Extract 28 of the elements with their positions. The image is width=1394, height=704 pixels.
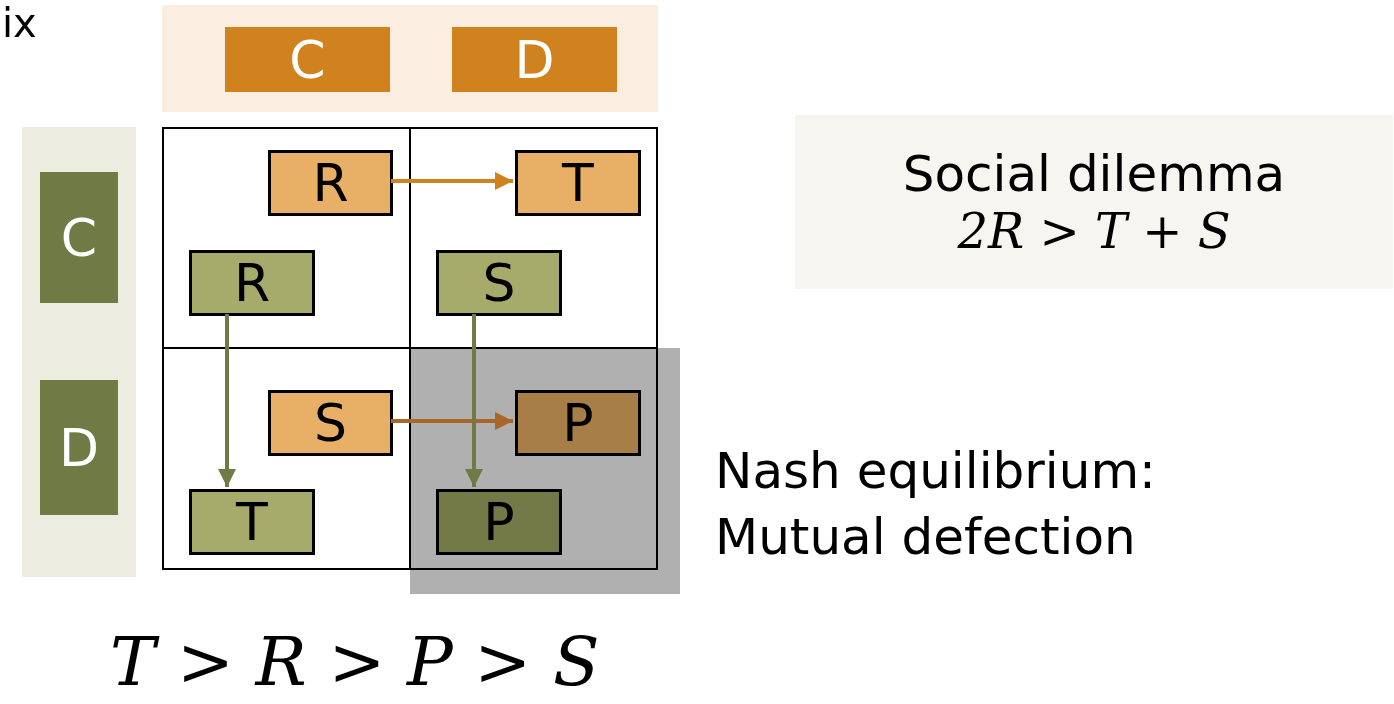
matrix-cell: [162, 347, 411, 570]
note-text: Nash equilibrium: Mutual defection: [715, 441, 1157, 568]
inequality-formula: T > R > P > S: [110, 622, 600, 701]
highlight-region: [410, 348, 680, 594]
payoff-box: R: [189, 250, 315, 316]
arrow: [391, 172, 513, 190]
payoff-box: R: [268, 150, 393, 216]
cropped-title-text: ix: [2, 0, 37, 46]
payoff-box: P: [515, 390, 641, 456]
matrix-cell: [409, 127, 658, 349]
row-header-band: [22, 127, 136, 577]
arrow: [391, 412, 513, 430]
payoff-box: T: [189, 489, 315, 555]
strategy-box: D: [40, 380, 118, 515]
note-heading: Social dilemma: [902, 145, 1286, 203]
matrix-cell: [162, 127, 411, 349]
payoff-box: T: [515, 150, 641, 216]
strategy-box: C: [225, 27, 390, 92]
column-header-band: [162, 5, 658, 112]
strategy-box: C: [40, 172, 118, 303]
matrix-cell: [409, 347, 658, 570]
payoff-box: S: [436, 250, 562, 316]
strategy-box: D: [452, 27, 617, 92]
arrow: [465, 314, 483, 487]
formula: 2R > T + S: [957, 203, 1231, 259]
arrow: [218, 314, 236, 487]
payoff-box: P: [436, 489, 562, 555]
payoff-box: S: [268, 390, 393, 456]
